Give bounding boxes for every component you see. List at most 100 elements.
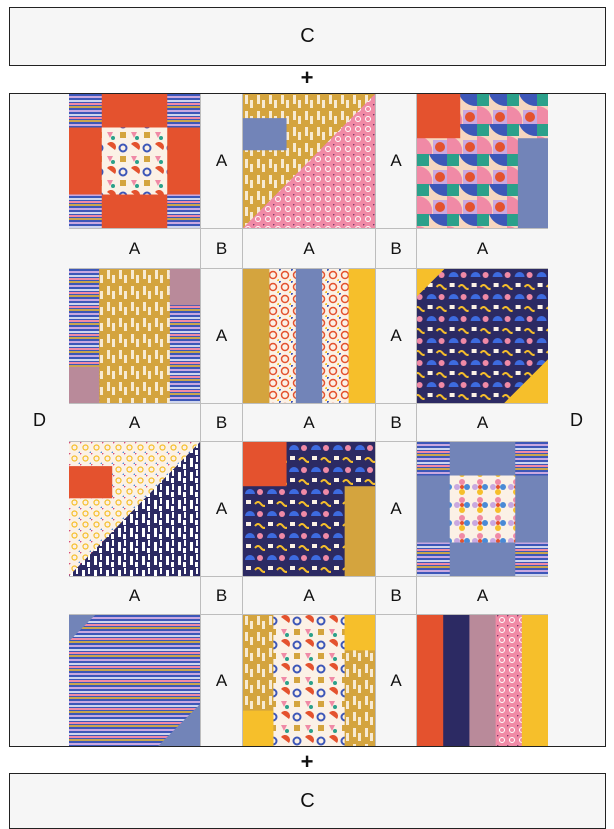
sashing-vertical: A [200, 94, 243, 228]
sashing-label: A [216, 671, 227, 691]
sashing-horizontal: A [243, 576, 375, 615]
block-art [243, 269, 375, 403]
block-accent [417, 94, 460, 138]
top-border-label: C [300, 25, 314, 48]
block-art [417, 94, 548, 228]
sashing-vertical: A [375, 615, 417, 746]
sashing-label: A [216, 499, 227, 519]
left-border-label: D [33, 410, 46, 431]
block-strip [417, 615, 444, 746]
sashing-label: A [303, 413, 314, 433]
sashing-label: A [390, 499, 401, 519]
block-accent [243, 442, 287, 486]
left-border-d: D [10, 94, 69, 746]
sashing-vertical: A [200, 442, 243, 576]
bottom-border-label: C [300, 790, 314, 813]
block-center [450, 476, 516, 543]
sashing-label: A [390, 151, 401, 171]
bottom-border-c: C [9, 773, 606, 829]
sashing-label: A [129, 413, 140, 433]
sashing-horizontal: A [69, 228, 200, 269]
cornerstone-label: B [390, 413, 401, 433]
quilt-block-6 [417, 269, 548, 403]
cornerstone-label: B [216, 239, 227, 259]
block-art [417, 442, 548, 576]
sashing-horizontal: A [417, 576, 548, 615]
cornerstone: B [200, 576, 243, 615]
quilt-block-4 [69, 269, 200, 403]
cornerstone: B [375, 228, 417, 269]
cornerstone-label: B [216, 413, 227, 433]
quilt-block-12 [417, 615, 548, 746]
block-strip [443, 615, 470, 746]
block-art [69, 442, 200, 576]
block-accent [518, 138, 548, 228]
block-art [69, 94, 200, 228]
cornerstone: B [375, 403, 417, 442]
sashing-label: A [129, 239, 140, 259]
sashing-horizontal: A [69, 403, 200, 442]
bottom-join-plus: + [292, 751, 322, 773]
sashing-label: A [216, 326, 227, 346]
block-accent [69, 367, 99, 403]
block-art [417, 615, 548, 746]
cornerstone: B [200, 228, 243, 269]
top-join-plus: + [292, 67, 322, 89]
sashing-label: A [477, 413, 488, 433]
cornerstone-label: B [390, 239, 401, 259]
block-art [69, 615, 200, 746]
block-accent [243, 118, 287, 150]
sashing-label: A [477, 586, 488, 606]
sashing-vertical: A [200, 615, 243, 746]
quilt-block-7 [69, 442, 200, 576]
block-art [69, 269, 200, 403]
quilt-block-11 [243, 615, 375, 746]
quilt-block-3 [417, 94, 548, 228]
sashing-label: A [216, 151, 227, 171]
cornerstone: B [200, 403, 243, 442]
block-center [102, 128, 168, 195]
block-center [99, 269, 170, 403]
quilt-block-1 [69, 94, 200, 228]
block-art [243, 615, 375, 746]
block-accent [69, 466, 112, 498]
sashing-vertical: A [375, 269, 417, 403]
block-center [273, 615, 344, 746]
block-art [417, 269, 548, 403]
sashing-label: A [129, 586, 140, 606]
sashing-label: A [303, 586, 314, 606]
sashing-vertical: A [375, 94, 417, 228]
cornerstone-label: B [216, 586, 227, 606]
top-border-c: C [9, 7, 606, 66]
right-border-label: D [570, 410, 583, 431]
block-strip [322, 269, 349, 403]
sashing-vertical: A [200, 269, 243, 403]
sashing-horizontal: A [417, 403, 548, 442]
quilt-block-8 [243, 442, 375, 576]
quilt-block-10 [69, 615, 200, 746]
right-border-d: D [548, 94, 605, 746]
sashing-horizontal: A [243, 228, 375, 269]
quilt-center: D D A A A A A A A A A B A B A A B A B A … [9, 93, 606, 747]
sashing-horizontal: A [243, 403, 375, 442]
sashing-label: A [390, 326, 401, 346]
sashing-vertical: A [375, 442, 417, 576]
sashing-label: A [390, 671, 401, 691]
block-strip [349, 269, 375, 403]
quilt-block-5 [243, 269, 375, 403]
block-art [243, 94, 375, 228]
block-accent [170, 269, 200, 305]
block-strip [469, 615, 496, 746]
quilt-block-9 [417, 442, 548, 576]
block-accent [345, 486, 375, 576]
cornerstone: B [375, 576, 417, 615]
sashing-horizontal: A [417, 228, 548, 269]
block-accent [345, 615, 375, 650]
block-accent [243, 711, 273, 746]
block-strip [243, 269, 270, 403]
block-strip [269, 269, 296, 403]
block-art [243, 442, 375, 576]
block-strip [496, 615, 523, 746]
sashing-horizontal: A [69, 576, 200, 615]
quilt-block-2 [243, 94, 375, 228]
